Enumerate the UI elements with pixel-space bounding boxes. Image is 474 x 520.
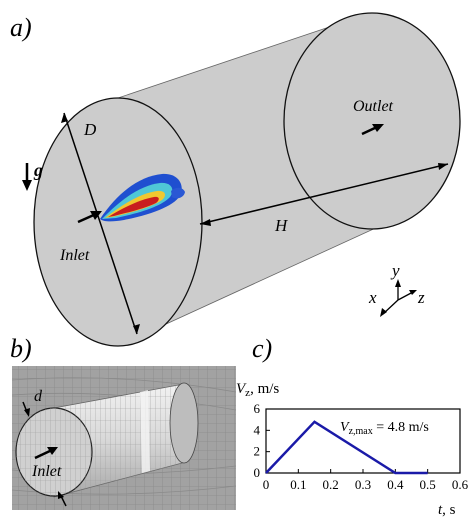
velocity-plume	[100, 173, 185, 222]
y-axis-label: Vz, m/s	[236, 381, 279, 399]
x-axis-label: t, s	[438, 502, 456, 518]
inlet-label: Inlet	[59, 247, 90, 264]
diameter-label: D	[83, 120, 97, 139]
panel-b: b) d Inlet	[10, 334, 237, 510]
x-tick-label: 0.6	[452, 477, 469, 492]
axis-y-label: y	[390, 261, 400, 280]
chart-tick-labels: 0 0.1 0.2 0.3 0.4 0.5 0.6 0 2 4 6	[254, 401, 469, 492]
outlet-arrow-head	[372, 124, 384, 132]
y-tick-label: 0	[254, 465, 261, 480]
x-tick-label: 0.2	[323, 477, 339, 492]
meshed-nozzle	[15, 382, 199, 498]
outlet-face	[283, 12, 461, 230]
axis-z-label: z	[417, 288, 425, 307]
mesh-inlet-label: Inlet	[31, 463, 62, 480]
inlet-face	[33, 97, 203, 347]
length-line	[199, 163, 449, 225]
y-tick-label: 2	[254, 444, 261, 459]
chart-axes	[265, 408, 461, 474]
y-tick-label: 6	[254, 401, 261, 416]
x-tick-label: 0.1	[290, 477, 306, 492]
gravity-label: g	[33, 160, 43, 180]
panel-a-label: a)	[10, 13, 32, 42]
mesh-inlet-arrow-head	[47, 447, 58, 455]
axis-x-label: x	[368, 288, 377, 307]
panel-a: a) D H g Inlet Outlet y x z	[10, 12, 461, 347]
coordinate-axes	[380, 279, 417, 317]
x-tick-label: 0.3	[355, 477, 371, 492]
y-tick-label: 4	[254, 422, 261, 437]
x-tick-label: 0.5	[420, 477, 436, 492]
x-tick-label: 0	[263, 477, 270, 492]
panel-c: c) Vz, m/s 0 0.1 0.2 0.3 0.4 0.5 0.6 0 2 4 6 Vz,ma…	[236, 334, 469, 518]
outlet-label: Outlet	[353, 98, 394, 115]
velocity-series-line	[265, 420, 428, 475]
peak-velocity-annotation: Vz,max = 4.8 m/s	[340, 420, 429, 437]
diameter-line	[63, 112, 138, 335]
panel-c-label: c)	[252, 334, 272, 363]
nozzle-diameter-label: d	[34, 388, 43, 405]
inlet-arrow-head	[90, 211, 102, 220]
x-tick-label: 0.4	[387, 477, 404, 492]
length-label: H	[274, 216, 289, 235]
gravity-arrow-head	[22, 180, 32, 191]
panel-b-label: b)	[10, 334, 32, 363]
cylinder-top-edge	[117, 14, 366, 99]
